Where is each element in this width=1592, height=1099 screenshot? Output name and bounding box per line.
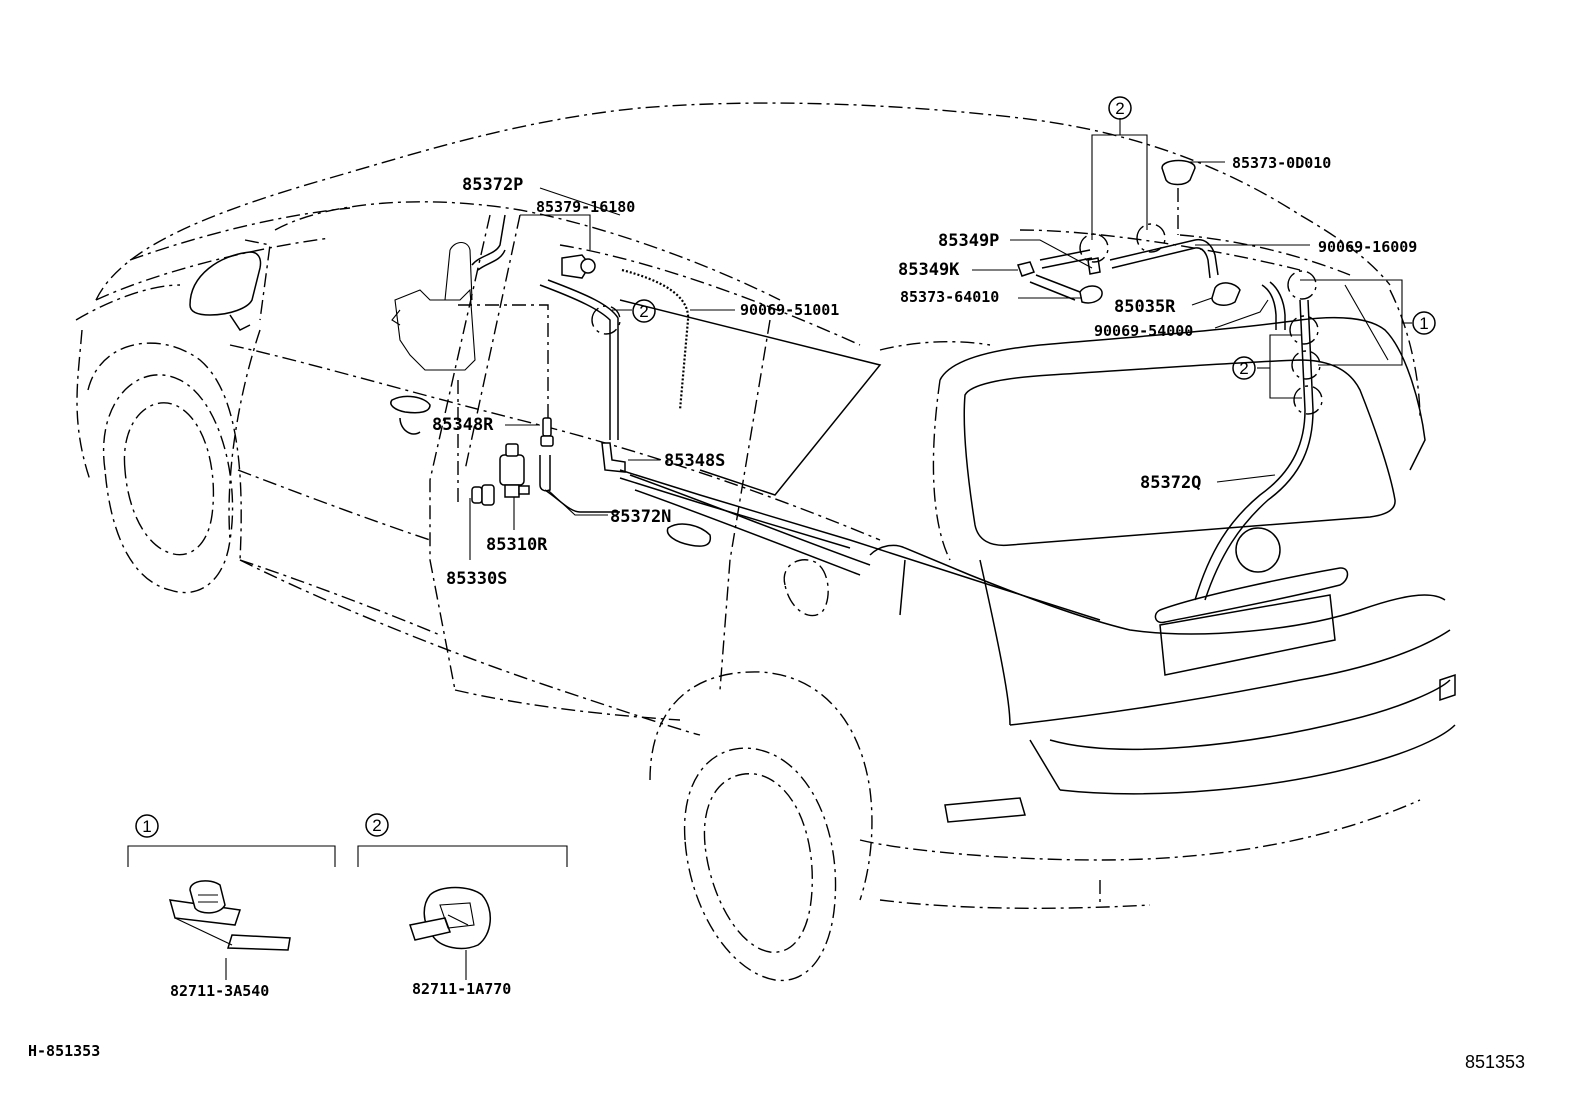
connector-85348S bbox=[601, 442, 626, 473]
pump-bracket-outline bbox=[457, 304, 549, 505]
callout-2-hatch: 2 bbox=[1232, 356, 1256, 380]
label-85330S: 85330S bbox=[446, 569, 507, 589]
label-90069-16009: 90069-16009 bbox=[1318, 238, 1417, 256]
svg-text:2: 2 bbox=[639, 302, 648, 321]
diagram-ref-left: H-851353 bbox=[28, 1042, 100, 1060]
label-85379-16180: 85379-16180 bbox=[536, 198, 635, 216]
grommet-85330S bbox=[471, 484, 495, 506]
label-85373-0D010: 85373-0D010 bbox=[1232, 154, 1331, 172]
svg-text:2: 2 bbox=[1115, 99, 1124, 118]
legend-group-1-number: 1 bbox=[142, 817, 151, 836]
legend-group-1-part: 82711-3A540 bbox=[170, 982, 269, 1000]
connector-85348R bbox=[540, 417, 554, 447]
label-85372P: 85372P bbox=[462, 175, 523, 195]
label-90069-51001: 90069-51001 bbox=[740, 301, 839, 319]
label-85310R: 85310R bbox=[486, 535, 548, 555]
label-85372N: 85372N bbox=[610, 507, 671, 527]
legend-group-2: 2 82711-1A770 bbox=[357, 813, 568, 998]
legend-group-2-part: 82711-1A770 bbox=[412, 980, 511, 998]
washer-pump-85310R bbox=[499, 443, 530, 498]
label-85349P: 85349P bbox=[938, 231, 999, 251]
washer-tank bbox=[391, 241, 476, 371]
label-85348R: 85348R bbox=[432, 415, 494, 435]
clamp-marker-pillar bbox=[591, 305, 621, 335]
label-85348S: 85348S bbox=[664, 451, 725, 471]
callout-2-pillar: 2 bbox=[632, 299, 656, 323]
hose-85372N bbox=[539, 455, 620, 513]
legend-group-1: 1 82711-3A540 bbox=[127, 814, 336, 1000]
part-labels: 85372P 85379-16180 90069-51001 85348R 85… bbox=[432, 154, 1417, 589]
label-85373-64010: 85373-64010 bbox=[900, 288, 999, 306]
label-90069-54000: 90069-54000 bbox=[1094, 322, 1193, 340]
label-85035R: 85035R bbox=[1114, 297, 1176, 317]
callout-2-roof: 2 bbox=[1108, 96, 1132, 120]
callout-1-hatch: 1 bbox=[1412, 311, 1436, 335]
svg-text:2: 2 bbox=[1239, 359, 1248, 378]
washer-hose-85372P bbox=[471, 214, 506, 271]
pillar-hose bbox=[539, 284, 611, 440]
car-body-outline bbox=[75, 102, 1456, 982]
corrugated-tube-90069-51001 bbox=[621, 268, 690, 411]
rear-nozzle-assembly bbox=[1017, 159, 1323, 601]
legend-group-2-number: 2 bbox=[372, 816, 381, 835]
svg-text:1: 1 bbox=[1419, 314, 1428, 333]
grommet-85379-16180 bbox=[561, 254, 596, 279]
callouts: 2 2 1 2 bbox=[632, 96, 1436, 380]
leader-lines bbox=[469, 118, 1412, 560]
diagram-ref-right: 851353 bbox=[1465, 1052, 1525, 1072]
label-85372Q: 85372Q bbox=[1140, 473, 1201, 493]
label-85349K: 85349K bbox=[898, 260, 960, 280]
rear-washer-hose bbox=[619, 469, 1101, 621]
